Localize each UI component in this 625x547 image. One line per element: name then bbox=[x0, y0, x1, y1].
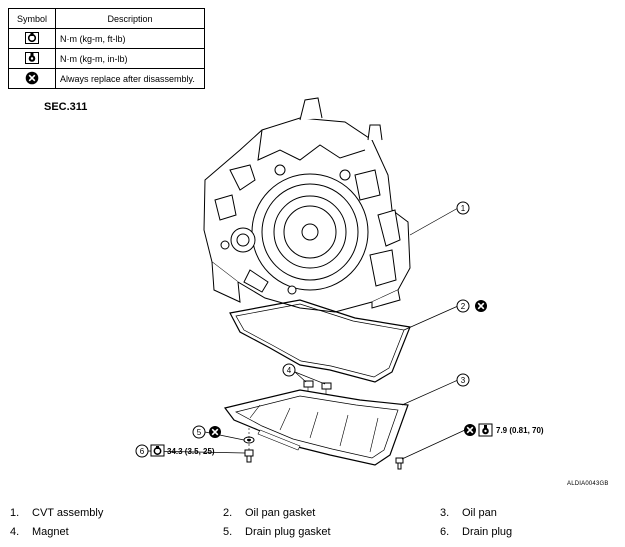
oil-pan-bolt bbox=[395, 457, 404, 470]
legend-row: Always replace after disassembly. bbox=[8, 68, 205, 89]
torque-wrench-icon bbox=[25, 31, 39, 44]
legend-description: Always replace after disassembly. bbox=[55, 68, 205, 89]
list-item: 3.Oil pan bbox=[440, 507, 497, 519]
torque-wrench-small-icon bbox=[478, 423, 493, 437]
symbol-legend-table: Symbol Description N·m (kg-m, ft-lb) N·m… bbox=[8, 8, 205, 89]
cvt-assembly bbox=[203, 97, 411, 313]
legend-row: N·m (kg-m, in-lb) bbox=[8, 48, 205, 69]
exploded-view-diagram: 1 2 3 4 5 6 34.3 (3.5, 25) 7.9 (0.81, 70… bbox=[135, 97, 544, 470]
oil-pan bbox=[223, 389, 409, 466]
svg-text:4: 4 bbox=[287, 366, 292, 375]
parts-row: 4.Magnet 5.Drain plug gasket 6.Drain plu… bbox=[10, 526, 610, 545]
torque-spec-drain-plug: 34.3 (3.5, 25) bbox=[167, 447, 215, 456]
parts-list: 1.CVT assembly 2.Oil pan gasket 3.Oil pa… bbox=[10, 507, 610, 545]
list-item: 2.Oil pan gasket bbox=[223, 507, 316, 519]
svg-text:1: 1 bbox=[461, 204, 466, 213]
drain-plug bbox=[244, 428, 254, 463]
replace-x-icon bbox=[208, 425, 222, 439]
replace-x-icon bbox=[463, 423, 477, 437]
svg-text:3: 3 bbox=[461, 376, 466, 385]
oil-pan-gasket bbox=[229, 299, 411, 383]
legend-header-row: Symbol Description bbox=[8, 8, 205, 29]
svg-text:6: 6 bbox=[140, 447, 145, 456]
replace-x-icon bbox=[25, 71, 39, 84]
list-item: 6.Drain plug bbox=[440, 526, 513, 538]
callout-2: 2 bbox=[456, 299, 470, 313]
callout-1: 1 bbox=[456, 201, 470, 215]
replace-x-icon bbox=[474, 299, 488, 313]
section-label: SEC.311 bbox=[44, 101, 88, 113]
torque-spec-oil-pan-bolt: 7.9 (0.81, 70) bbox=[496, 426, 544, 435]
svg-text:2: 2 bbox=[461, 302, 466, 311]
list-item: 5.Drain plug gasket bbox=[223, 526, 331, 538]
list-item: 1.CVT assembly bbox=[10, 507, 104, 519]
svg-text:5: 5 bbox=[197, 428, 202, 437]
parts-row: 1.CVT assembly 2.Oil pan gasket 3.Oil pa… bbox=[10, 507, 610, 526]
callout-4: 4 bbox=[282, 363, 296, 377]
callout-6: 6 bbox=[135, 444, 149, 458]
callout-5: 5 bbox=[192, 425, 206, 439]
torque-wrench-small-icon bbox=[25, 51, 39, 64]
callout-3: 3 bbox=[456, 373, 470, 387]
torque-wrench-icon bbox=[150, 444, 165, 457]
list-item: 4.Magnet bbox=[10, 526, 69, 538]
figure-id: ALDIA0043GB bbox=[567, 481, 609, 487]
